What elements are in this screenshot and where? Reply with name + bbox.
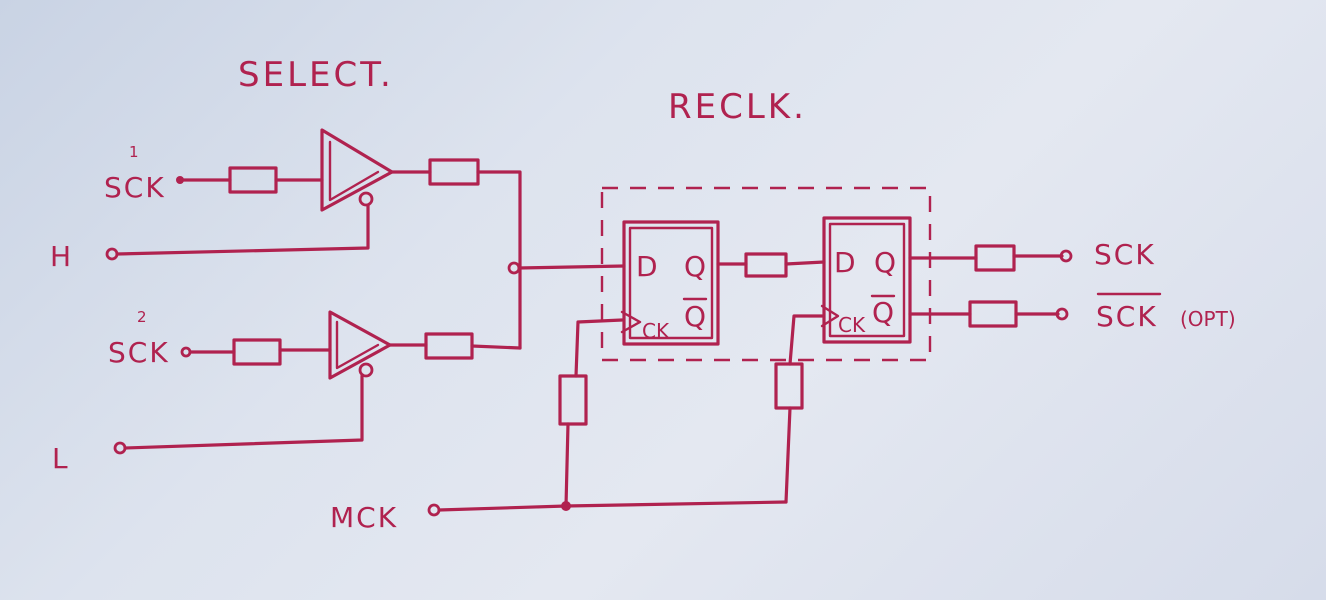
- ff1-qbar-label: Q: [684, 300, 708, 333]
- out-sck-bar-label: SCK: [1096, 300, 1158, 333]
- select-title: SELECT.: [238, 55, 394, 95]
- ff2-d-input-wire: [784, 260, 826, 266]
- ff2-q-label: Q: [874, 246, 898, 279]
- h-wire: [115, 203, 370, 256]
- buffer-2-enable-bubble: [358, 362, 374, 378]
- out-terminal-sck: [1059, 249, 1073, 263]
- ff1-d-input-wire: [517, 264, 626, 270]
- sck2-number: 2: [137, 308, 147, 326]
- flip-flop-2: [822, 216, 912, 344]
- ff1-d-label: D: [636, 250, 660, 283]
- buffer-1: [320, 128, 394, 212]
- ff1-ck-label: CK: [642, 319, 670, 343]
- ff2-d-label: D: [834, 246, 858, 279]
- sck2-resistor: [232, 338, 282, 366]
- sck1-label: SCK: [104, 171, 166, 204]
- ff1-clock-wire-upper: [574, 318, 624, 378]
- sck1-resistor: [228, 166, 278, 194]
- flip-flop-1: [622, 220, 720, 346]
- sck1-number: 1: [129, 143, 139, 161]
- ff2-clock-resistor: [774, 362, 804, 410]
- out-resistor-q: [974, 244, 1016, 272]
- sck2-label: SCK: [108, 336, 170, 369]
- buffer-1-enable-bubble: [358, 191, 374, 207]
- ff2-qbar-label: Q: [872, 296, 896, 329]
- mck-label: MCK: [330, 501, 398, 534]
- reclk-title: RECLK.: [668, 87, 807, 127]
- h-label: H: [50, 240, 73, 273]
- ff1-clock-triangle: [620, 310, 642, 334]
- ff1-q-label: Q: [684, 250, 708, 283]
- out-opt-label: (OPT): [1180, 307, 1236, 331]
- mck-wire: [437, 500, 788, 512]
- buffer-2: [328, 310, 392, 380]
- l-label: L: [52, 442, 70, 475]
- ff2-clock-wire-upper: [788, 314, 824, 366]
- buffer-2-out-resistor: [424, 332, 474, 360]
- ff1-clock-resistor: [558, 374, 588, 426]
- l-wire: [123, 374, 364, 450]
- out-sck-label: SCK: [1094, 238, 1156, 271]
- buffer-2-inner: [335, 320, 380, 370]
- ff1-clock-wire-lower: [564, 422, 570, 508]
- out-resistor-qbar: [968, 300, 1018, 328]
- merge-wire-vertical: [476, 170, 522, 350]
- out-terminal-sck-bar: [1055, 307, 1069, 321]
- ff2-ck-label: CK: [838, 313, 866, 337]
- buffer-1-out-resistor: [428, 158, 480, 186]
- ff2-clock-wire-lower: [784, 406, 792, 504]
- flip-flop-1-inner: [628, 226, 714, 340]
- buffer-1-inner: [328, 140, 380, 202]
- inter-ff-resistor: [744, 252, 788, 278]
- flip-flop-2-inner: [828, 222, 906, 338]
- ff2-clock-triangle: [820, 304, 840, 328]
- buffer-2-to-merge: [470, 344, 522, 350]
